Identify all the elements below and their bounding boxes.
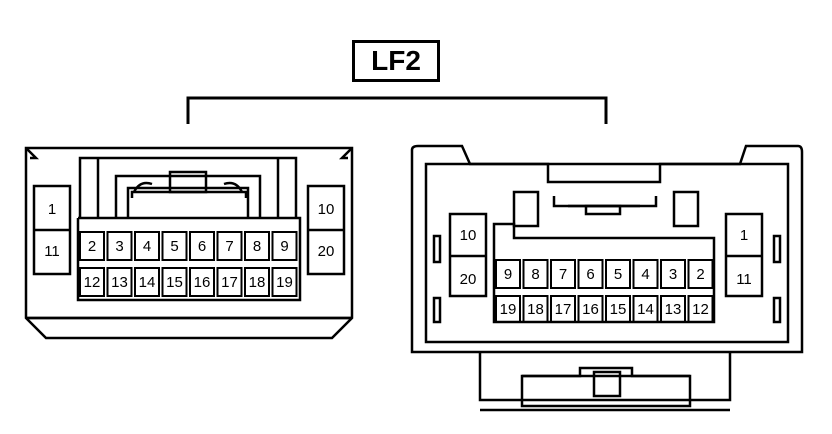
right-pin-7: 7 [559, 266, 567, 283]
left-pin-5: 5 [170, 238, 178, 255]
right-pin-15: 15 [610, 301, 627, 318]
left-pin-2: 2 [88, 238, 96, 255]
left-pin-3: 3 [115, 238, 123, 255]
left-pin-19: 19 [276, 274, 293, 291]
bracket [186, 96, 608, 124]
right-pin-12: 12 [692, 301, 709, 318]
left-pin-4: 4 [143, 238, 151, 255]
right-pin-4-cell [632, 259, 659, 289]
right-pin-18-cell [522, 295, 549, 323]
right-pin-9: 9 [504, 266, 512, 283]
right-pin-8-cell [522, 259, 549, 289]
left-pin-6-cell [189, 231, 215, 261]
left-pin-1: 1 [48, 201, 56, 218]
right-pin-14: 14 [637, 301, 654, 318]
left-pin-5-cell [161, 231, 188, 261]
left-pin-4-cell [134, 231, 160, 261]
left-pin-6: 6 [198, 238, 206, 255]
left-pin-7: 7 [225, 238, 233, 255]
left-pin-18: 18 [249, 274, 266, 291]
left-pin-20: 20 [318, 243, 335, 260]
right-pin-19-cell [495, 295, 521, 323]
left-pin-9-cell [271, 231, 298, 261]
right-pin-19: 19 [500, 301, 517, 318]
left-pin-13: 13 [111, 274, 128, 291]
right-pin-6: 6 [586, 266, 594, 283]
left-pin-19-cell [271, 267, 298, 297]
left-pin-14-cell [134, 267, 160, 297]
left-pin-12-cell [79, 267, 105, 297]
left-pin-16-cell [189, 267, 215, 297]
right-pin-20: 20 [460, 271, 477, 288]
right-pin-17-cell [550, 295, 576, 323]
right-pin-11: 11 [736, 271, 752, 288]
left-pin-18-cell [244, 267, 270, 297]
left-pin-12: 12 [84, 274, 101, 291]
right-pin-7-cell [550, 259, 576, 289]
left-pin-8: 8 [253, 238, 261, 255]
left-pin-16: 16 [194, 274, 211, 291]
right-pin-17: 17 [555, 301, 572, 318]
left-pin-10: 10 [318, 201, 335, 218]
right-pin-10: 10 [460, 227, 477, 244]
right-pin-15-cell [605, 295, 631, 323]
right-pin-5: 5 [614, 266, 622, 283]
connector-label: LF2 [352, 40, 440, 82]
left-pin-13-cell [106, 267, 133, 297]
right-pin-16: 16 [582, 301, 599, 318]
right-pin-14-cell [632, 295, 659, 323]
right-pin-13-cell [660, 295, 686, 323]
right-pin-18: 18 [527, 301, 544, 318]
right-pin-3-cell [660, 259, 686, 289]
right-pin-4: 4 [641, 266, 649, 283]
right-pin-12-cell [687, 295, 714, 323]
right-pin-9-cell [495, 259, 521, 289]
right-pin-5-cell [605, 259, 631, 289]
left-pin-17: 17 [221, 274, 238, 291]
left-pin-3-cell [106, 231, 133, 261]
left-pin-14: 14 [139, 274, 156, 291]
right-pin-13: 13 [665, 301, 682, 318]
right-pin-3: 3 [669, 266, 677, 283]
right-pin-8: 8 [531, 266, 539, 283]
left-pin-15: 15 [166, 274, 183, 291]
right-pin-2: 2 [696, 266, 704, 283]
right-pin-1: 1 [740, 227, 748, 244]
right-pin-16-cell [577, 295, 604, 323]
left-pin-15-cell [161, 267, 188, 297]
left-pin-11: 11 [44, 243, 60, 260]
left-pin-17-cell [216, 267, 243, 297]
left-pin-7-cell [216, 231, 243, 261]
right-pin-6-cell [577, 259, 604, 289]
left-pin-8-cell [244, 231, 270, 261]
left-pin-2-cell [79, 231, 105, 261]
left-pin-9: 9 [280, 238, 288, 255]
right-pin-2-cell [687, 259, 714, 289]
left-connector-body [24, 146, 354, 340]
